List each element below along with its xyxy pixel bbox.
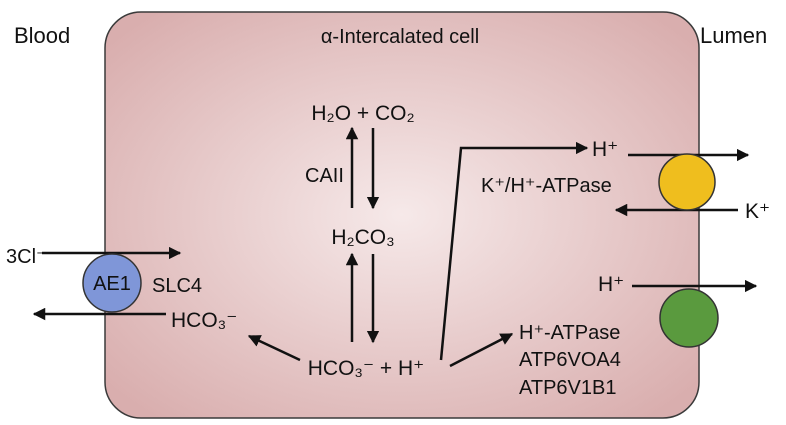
atp6v1b1-label: ATP6V1B1 bbox=[519, 377, 616, 399]
yellow-circle-icon bbox=[658, 153, 716, 211]
hco3-h-label: HCO₃⁻ + H⁺ bbox=[308, 357, 424, 380]
h-plus-top-label: H⁺ bbox=[592, 138, 618, 161]
k-h-atpase-label: K⁺/H⁺-ATPase bbox=[481, 175, 612, 197]
hco3-left-label: HCO₃⁻ bbox=[171, 309, 237, 332]
caii-label: CAII bbox=[305, 165, 344, 187]
h2co3-label: H₂CO₃ bbox=[331, 226, 394, 249]
slc4-label: SLC4 bbox=[152, 275, 202, 297]
blood-label: Blood bbox=[14, 23, 70, 48]
h-atpase-label: H⁺-ATPase bbox=[519, 322, 620, 344]
lumen-label: Lumen bbox=[700, 23, 767, 48]
arrow-hco3-to-left bbox=[247, 334, 301, 362]
cell-title: α-Intercalated cell bbox=[321, 26, 479, 48]
arrow-h-to-h-atpase bbox=[449, 332, 514, 368]
three-cl-label: 3Cl⁻ bbox=[6, 246, 47, 268]
arrow-h-to-k-h-pump bbox=[439, 141, 589, 361]
h-plus-mid-label: H⁺ bbox=[598, 273, 624, 296]
k-plus-label: K⁺ bbox=[745, 200, 770, 223]
green-circle-icon bbox=[659, 288, 719, 348]
atp6v0a4-label: ATP6VOA4 bbox=[519, 349, 621, 371]
ae1-label: AE1 bbox=[93, 273, 131, 295]
cell-body bbox=[104, 11, 700, 419]
h2o-co2-label: H₂O + CO₂ bbox=[311, 102, 414, 125]
ae1-circle-icon bbox=[82, 253, 142, 313]
